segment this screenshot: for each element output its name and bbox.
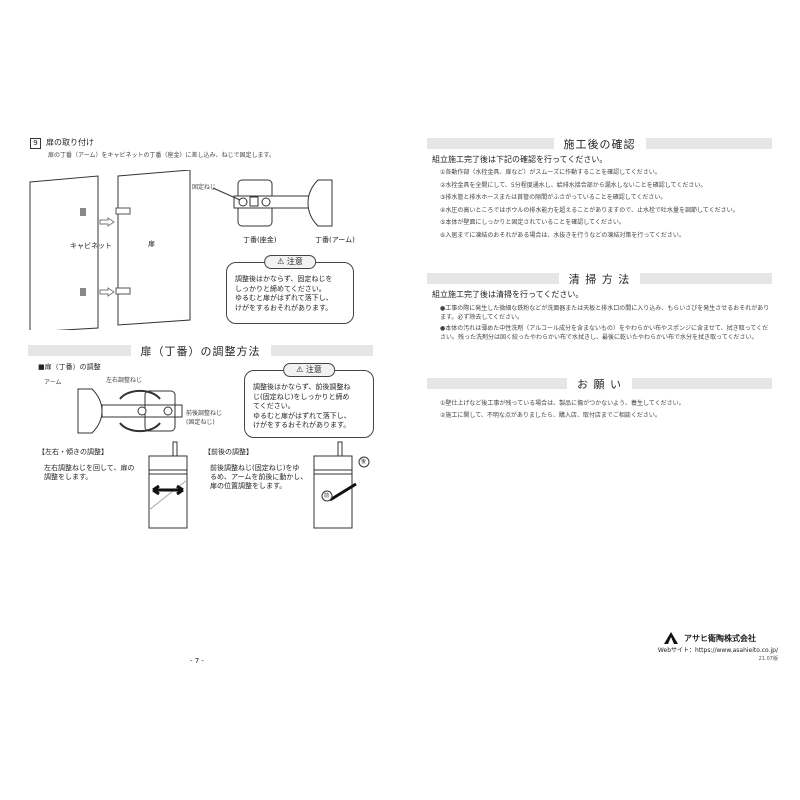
- cabinet-fb-illustration: [313, 441, 370, 529]
- list-item: ②水栓金具を全開にして、5分程度通水し、給排水接合部から漏水しないことを確認して…: [440, 181, 707, 189]
- hinge-adjust-illustration: [77, 388, 183, 434]
- caution-header: ⚠ 注意: [283, 363, 335, 377]
- warning-icon: ⚠: [277, 257, 285, 266]
- label-front: 前: [324, 493, 330, 499]
- fb-text: 前後調整ねじ(固定ねじ)をゆ るめ、アームを前後に動かし、 扉の位置調整をします…: [210, 464, 308, 490]
- label-hinge-base: 丁番(座金): [243, 236, 277, 244]
- section-header-cleaning: 清 掃 方 法: [427, 270, 772, 287]
- sub-title: ■扉（丁番）の調整: [38, 363, 101, 371]
- section-header-check: 施工後の確認: [427, 135, 772, 152]
- website[interactable]: Webサイト：https://www.asahieito.co.jp/: [657, 647, 778, 654]
- section-title: 扉（丁番）の調整方法: [130, 342, 271, 359]
- step-title: 扉の取り付け: [46, 138, 94, 147]
- request-list: ①壁仕上げなど後工事が残っている場合は、製品に傷がつかないよう、養生してください…: [440, 400, 770, 420]
- section-header-request: お 願 い: [427, 375, 772, 392]
- caution-header: ⚠ 注意: [264, 255, 316, 269]
- section-title: お 願 い: [567, 375, 632, 392]
- step-description: 扉の丁番（アーム）をキャビネットの丁番（座金）に差し込み、ねじで固定します。: [48, 152, 275, 159]
- list-item: ●本体の汚れは薄めた中性洗剤（アルコール成分を含まないもの）をやわらかい布やスポ…: [440, 325, 769, 341]
- edition: 21.07版: [758, 656, 778, 662]
- list-item: ⑤本体が壁面にしっかりと固定されていることを確認してください。: [440, 219, 625, 226]
- caution-text: 調整後はかならず、前後調整ね じ(固定ねじ)をしっかりと締め てください。 ゆる…: [253, 383, 351, 429]
- company-logo: アサヒ衛陶株式会社: [664, 632, 756, 644]
- lr-text: 左右調整ねじを回して、扉の 調整をします。: [44, 464, 135, 481]
- check-list: ①各動作部（水栓金具、扉など）がスムーズに作動することを確認してください。 ②水…: [440, 169, 772, 240]
- label-lr-screw: 左右調整ねじ: [106, 377, 143, 384]
- list-item: ③排水管と排水ホースまたは首管の隙間がふさがっていることを確認してください。: [440, 194, 667, 201]
- caution-box-2: ⚠ 注意 調整後はかならず、前後調整ね じ(固定ねじ)をしっかりと締め てくださ…: [244, 363, 374, 438]
- door-installation-illustration: [29, 170, 333, 330]
- list-item: ①各動作部（水栓金具、扉など）がスムーズに作動することを確認してください。: [440, 169, 661, 176]
- cabinet-lr-illustration: [148, 441, 188, 529]
- label-fix-screw: 固定ねじ: [192, 184, 217, 191]
- label-arm: アーム: [44, 379, 62, 386]
- label-cabinet: キャビネット: [70, 242, 112, 250]
- page-number: - 7 -: [190, 657, 204, 665]
- caution-text: 調整後はかならず、固定ねじを しっかりと締めてください。 ゆるむと扉がはずれて落…: [235, 275, 333, 312]
- asahi-logo-icon: [664, 632, 678, 644]
- fb-heading: 【前後の調整】: [204, 448, 253, 456]
- list-item: ①壁仕上げなど後工事が残っている場合は、製品に傷がつかないよう、養生してください…: [440, 400, 685, 407]
- label-back: 後: [361, 459, 367, 465]
- list-item: ●工事の際に発生した微細な鉄粉などが洗面器または天板と排水口の間に入り込み、もら…: [440, 305, 770, 321]
- section-title: 清 掃 方 法: [558, 270, 641, 287]
- label-door: 扉: [148, 240, 155, 248]
- step-number: 9: [30, 138, 41, 149]
- caution-title: 注意: [286, 257, 303, 266]
- step-heading: 9 扉の取り付け: [30, 138, 94, 149]
- caution-box-1: ⚠ 注意 調整後はかならず、固定ねじを しっかりと締めてください。 ゆるむと扉が…: [226, 255, 354, 324]
- company-name: アサヒ衛陶株式会社: [684, 633, 756, 643]
- check-lead: 組立施工完了後は下記の確認を行ってください。: [432, 155, 608, 164]
- section-header-adjustment: 扉（丁番）の調整方法: [28, 342, 373, 359]
- caution-title: 注意: [305, 365, 322, 374]
- lr-heading: 【左右・傾きの調整】: [38, 448, 108, 456]
- label-fb-screw: 前後調整ねじ (固定ねじ): [186, 410, 223, 426]
- list-item: ④水圧の高いところではボウルの排水能力を超えることがありますので、止水栓で吐水量…: [440, 206, 739, 214]
- warning-icon: ⚠: [296, 365, 304, 374]
- list-item: ⑥入居までに凍結のおそれがある場合は、水抜きを行うなどの凍結対策を行ってください…: [440, 231, 685, 239]
- label-hinge-arm: 丁番(アーム): [315, 236, 355, 244]
- list-item: ②施工に関して、不明な点がありましたら、購入店、取付店までご相談ください。: [440, 411, 661, 419]
- section-title: 施工後の確認: [553, 135, 646, 152]
- clean-list: ●工事の際に発生した微細な鉄粉などが洗面器または天板と排水口の間に入り込み、もら…: [440, 305, 770, 342]
- clean-lead: 組立施工完了後は清掃を行ってください。: [432, 290, 584, 299]
